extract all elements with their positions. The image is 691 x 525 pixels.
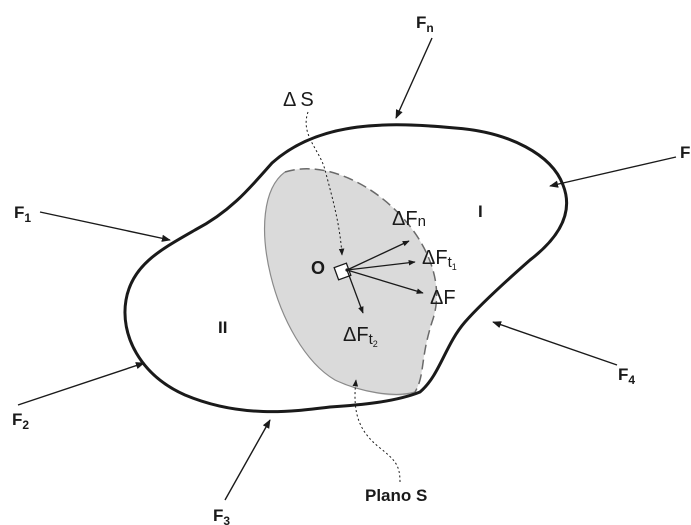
body-outline (123, 123, 569, 414)
region-ii-label: II (218, 318, 227, 337)
point-o-label: O (311, 258, 325, 278)
force-f-right-arrow (549, 156, 677, 188)
section-plane-fill (264, 168, 437, 396)
section-plane-edge-visible (264, 171, 416, 395)
delta-ft1-label: ΔFt1 (422, 247, 457, 272)
force-f2-arrow (17, 362, 145, 406)
plane-s-leader (352, 379, 401, 483)
delta-fn-arrow (346, 240, 410, 271)
force-f3-label: F3 (213, 506, 230, 525)
force-f4-arrow (492, 321, 618, 366)
delta-f-arrow (346, 269, 424, 294)
force-f3-arrow (224, 419, 271, 501)
delta-fn-label: ΔFn (392, 208, 426, 230)
force-f1-arrow (39, 211, 171, 242)
force-f1-label: F1 (14, 203, 31, 225)
force-f-right-label: F (680, 143, 690, 162)
force-f4-label: F4 (618, 365, 635, 387)
section-plane (264, 168, 438, 396)
region-i-label: I (478, 202, 483, 221)
force-fn-arrow (395, 37, 433, 119)
delta-f-label: ΔF (430, 287, 456, 309)
force-fn-label: Fn (416, 13, 434, 35)
force-f2-label: F2 (12, 410, 29, 432)
delta-ft1-arrow (346, 259, 416, 271)
stress-vectors (346, 240, 424, 314)
delta-ft2-arrow (346, 269, 364, 314)
delta-ft2-label: ΔFt2 (343, 324, 378, 349)
external-forces (17, 37, 677, 501)
section-plane-edge-hidden (284, 168, 438, 393)
plane-s-label: Plano S (365, 486, 427, 505)
